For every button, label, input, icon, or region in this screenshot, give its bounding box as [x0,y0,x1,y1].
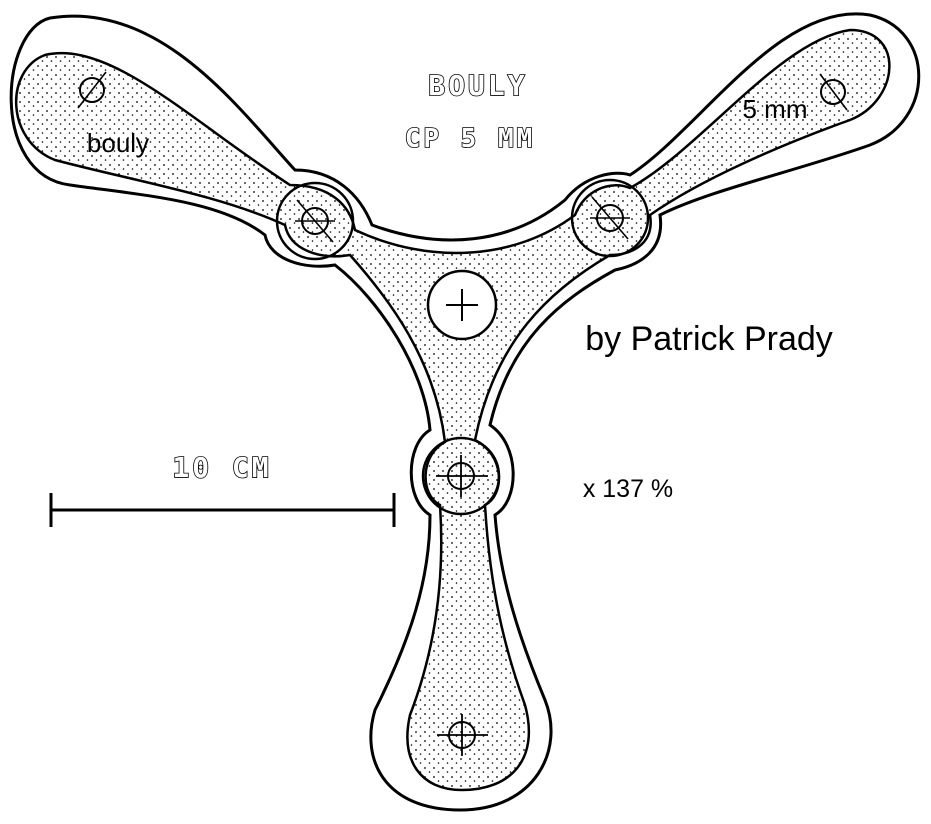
scale-bar [49,493,396,527]
print-scale-label: x 137 % [583,475,673,503]
wing-label: bouly [87,128,149,158]
joint-ring-right [570,178,650,258]
tip-marker-bottom [437,714,488,756]
engraving-thickness: CP 5 MM [405,124,536,154]
thickness-label: 5 mm [743,94,808,124]
center-hole [426,269,498,341]
tip-marker-left [77,71,107,109]
engraving-title: BOULY [428,69,527,102]
author-label: by Patrick Prady [585,320,833,358]
scale-bar-label: 10 CM [172,451,271,484]
joint-ring-left [275,181,355,261]
tip-marker-right [819,73,848,111]
joint-ring-bottom [421,436,501,516]
